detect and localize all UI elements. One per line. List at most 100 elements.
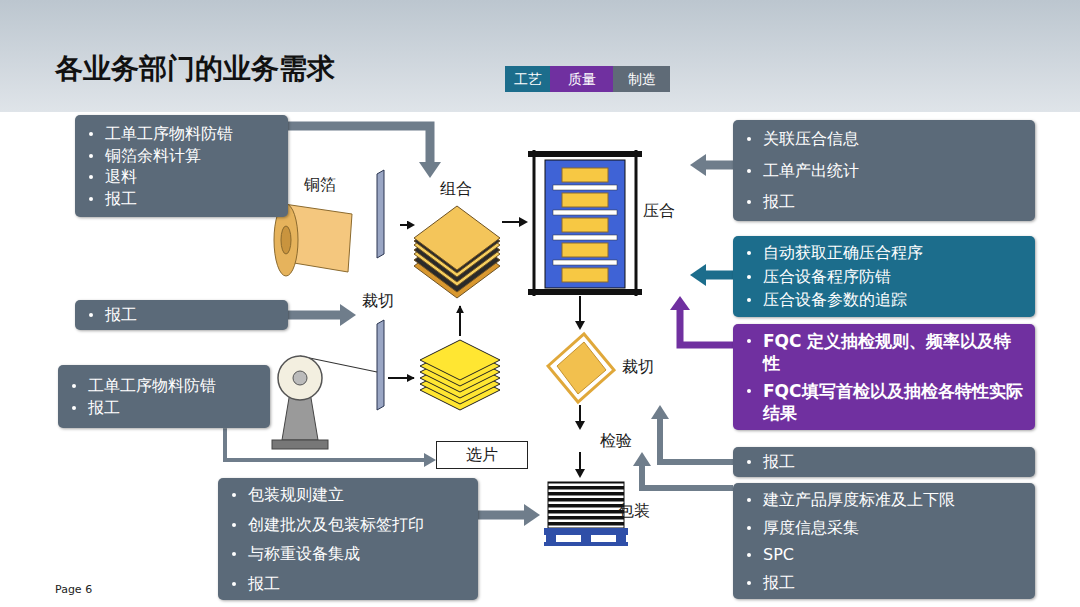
legend-swatch: 制造 — [613, 66, 670, 92]
process-step: 检验 — [572, 430, 648, 452]
flow-arrow — [579, 296, 581, 321]
process-name: 裁切 — [362, 290, 394, 312]
legend-swatch: 质量 — [550, 66, 613, 92]
bullet-item: 压合设备程序防错 — [743, 266, 1025, 288]
bullet-item: 厚度信息采集 — [743, 517, 1025, 539]
bullet-dot — [747, 275, 751, 279]
bullet-item: 工单产出统计 — [743, 160, 1025, 182]
bullet-dot — [232, 552, 236, 556]
bullet-item: 退料 — [85, 166, 278, 188]
requirement-text: 报工 — [763, 572, 795, 594]
bullet-dot — [747, 498, 751, 502]
requirement-box: 关联压合信息工单产出统计报工 — [733, 120, 1035, 221]
department-legend: 工艺 质量 制造 — [505, 66, 670, 92]
flow-arrow — [680, 310, 733, 345]
requirement-text: 报工 — [763, 191, 795, 213]
flow-arrow — [478, 511, 524, 520]
process-box: 选片 — [436, 441, 528, 469]
process-step: 包装 — [540, 478, 660, 548]
packed-pallet — [544, 482, 628, 546]
requirement-text: 铜箔余料计算 — [105, 145, 201, 167]
requirement-text: 创建批次及包装标签打印 — [248, 514, 424, 536]
bullet-dot — [747, 339, 751, 343]
requirement-text: 报工 — [248, 573, 280, 595]
requirement-box: 建立产品厚度标准及上下限厚度信息采集SPC报工 — [733, 483, 1035, 599]
bullet-item: 报工 — [228, 573, 468, 595]
requirement-box: 报工 — [733, 447, 1035, 477]
bullet-dot — [747, 251, 751, 255]
bullet-dot — [89, 197, 93, 201]
flow-arrow — [288, 126, 430, 162]
bullet-item: 创建批次及包装标签打印 — [228, 514, 468, 536]
bullet-item: FQC填写首检以及抽检各特性实际结果 — [743, 380, 1025, 424]
requirement-text: 与称重设备集成 — [248, 543, 360, 565]
requirement-box: 报工 — [75, 300, 288, 330]
bullet-item: 与称重设备集成 — [228, 543, 468, 565]
flow-arrow — [706, 271, 733, 280]
cutting-blade — [377, 170, 384, 410]
bullet-item: 报工 — [68, 397, 260, 419]
process-name: 选片 — [466, 445, 498, 466]
flow-arrow — [400, 224, 407, 226]
requirement-text: 工单产出统计 — [763, 160, 859, 182]
process-name: 裁切 — [622, 356, 654, 378]
legend-text: 质量 — [568, 71, 596, 87]
flow-arrow — [642, 466, 733, 488]
requirement-box: 工单工序物料防错铜箔余料计算退料报工 — [75, 115, 288, 217]
legend-text: 工艺 — [514, 71, 542, 87]
bullet-dot — [747, 137, 751, 141]
bullet-item: 报工 — [743, 572, 1025, 594]
bullet-item: 工单工序物料防错 — [85, 123, 278, 145]
flow-arrow — [660, 419, 733, 462]
bullet-item: 关联压合信息 — [743, 128, 1025, 150]
prepreg-reel — [272, 356, 414, 449]
requirement-text: FQC 定义抽检规则、频率以及特性 — [763, 330, 1025, 374]
bullet-dot — [747, 389, 751, 393]
bullet-dot — [747, 526, 751, 530]
bullet-dot — [89, 154, 93, 158]
page-number: Page 6 — [55, 583, 92, 596]
process-name: 检验 — [600, 430, 632, 452]
requirement-text: 压合设备程序防错 — [763, 266, 891, 288]
requirement-text: 退料 — [105, 166, 137, 188]
process-name: 铜箔 — [304, 174, 336, 196]
process-step: 裁切 — [538, 330, 665, 405]
layup-stack — [414, 206, 500, 298]
press-machine — [528, 150, 642, 296]
bullet-item: 建立产品厚度标准及上下限 — [743, 489, 1025, 511]
bullet-item: 压合设备参数的追踪 — [743, 289, 1025, 311]
bullet-item: 工单工序物料防错 — [68, 375, 260, 397]
requirement-text: 报工 — [763, 451, 795, 473]
trimmed-panel — [548, 334, 614, 402]
requirement-text: 工单工序物料防错 — [105, 123, 233, 145]
bullet-dot — [747, 298, 751, 302]
bullet-dot — [72, 406, 76, 410]
flow-arrow — [225, 428, 424, 460]
slide-title: 各业务部门的业务需求 — [55, 50, 335, 88]
requirement-box: FQC 定义抽检规则、频率以及特性 FQC填写首检以及抽检各特性实际结果 — [733, 324, 1035, 430]
process-step: 铜箔 — [268, 172, 360, 285]
bullet-dot — [89, 175, 93, 179]
bullet-dot — [232, 493, 236, 497]
requirement-text: 报工 — [88, 397, 120, 419]
bullet-item: 报工 — [743, 451, 1025, 473]
bullet-dot — [747, 200, 751, 204]
legend-text: 制造 — [628, 71, 656, 87]
flow-arrow — [288, 311, 340, 320]
bullet-item: 自动获取正确压合程序 — [743, 242, 1025, 264]
requirement-text: 自动获取正确压合程序 — [763, 242, 923, 264]
process-step: 压合 — [528, 150, 690, 296]
requirement-text: 压合设备参数的追踪 — [763, 289, 907, 311]
bullet-dot — [72, 384, 76, 388]
requirement-text: 建立产品厚度标准及上下限 — [763, 489, 955, 511]
requirement-text: 关联压合信息 — [763, 128, 859, 150]
process-name: 组合 — [440, 178, 472, 200]
flow-arrow — [579, 452, 581, 469]
requirement-box: 工单工序物料防错报工 — [58, 365, 270, 428]
requirement-text: 包装规则建立 — [248, 484, 344, 506]
bullet-dot — [232, 523, 236, 527]
process-name: 压合 — [643, 200, 675, 222]
bullet-item: 报工 — [85, 304, 278, 326]
